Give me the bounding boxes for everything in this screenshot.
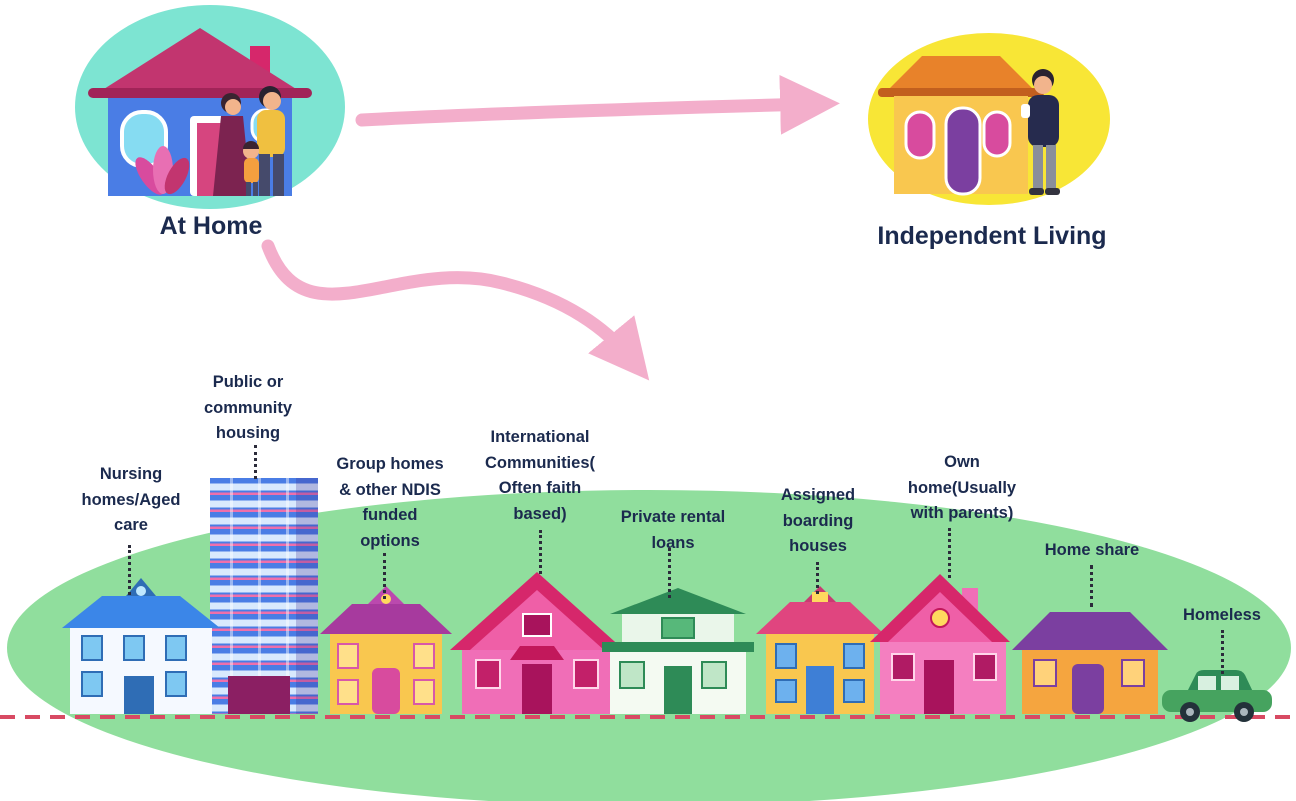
private-rental-house (602, 588, 754, 714)
leader-line-boarding-houses (816, 562, 819, 594)
plant-illustration (135, 146, 190, 195)
option-label-public-housing: Public or community housing (203, 373, 292, 443)
option-label-international-communities: International Communities( Often faith b… (484, 428, 595, 523)
option-label-home-share: Home share (1044, 541, 1140, 559)
boarding-house (756, 586, 884, 714)
homeless-car (1162, 670, 1272, 722)
option-label-private-rental: Private rental loans (620, 508, 726, 552)
family-illustration (213, 86, 285, 196)
group-home-house (320, 586, 452, 714)
leader-line-own-home (948, 528, 951, 578)
nursing-home-house (62, 578, 220, 714)
public-housing-tower (210, 478, 318, 714)
independent-house-illustration (878, 56, 1060, 196)
option-label-group-homes: Group homes & other NDIS funded options (336, 455, 444, 550)
arrow-at-home-to-options (261, 239, 650, 381)
leader-line-private-rental (668, 548, 671, 598)
leader-line-nursing-homes (128, 545, 131, 595)
at-home-title: At Home (159, 212, 263, 240)
international-community-house (450, 572, 624, 714)
option-label-nursing-homes: Nursing homes/Aged care (81, 465, 181, 535)
home-share-house (1012, 612, 1168, 714)
leader-line-international-communities (539, 530, 542, 574)
leader-line-home-share (1090, 565, 1093, 607)
independent-living-title: Independent Living (877, 222, 1107, 250)
village-illustration (62, 478, 1272, 722)
option-label-boarding-houses: Assigned boarding houses (780, 486, 856, 556)
own-home-house (870, 574, 1010, 714)
option-label-homeless: Homeless (1183, 606, 1261, 624)
leader-line-group-homes (383, 553, 386, 599)
person-illustration (1021, 69, 1060, 195)
at-home-house-illustration (88, 28, 312, 196)
leader-line-public-housing (254, 445, 257, 479)
arrow-at-home-to-independent (355, 74, 840, 135)
option-label-own-home: Own home(Usually with parents) (907, 453, 1017, 523)
leader-line-homeless (1221, 630, 1224, 674)
